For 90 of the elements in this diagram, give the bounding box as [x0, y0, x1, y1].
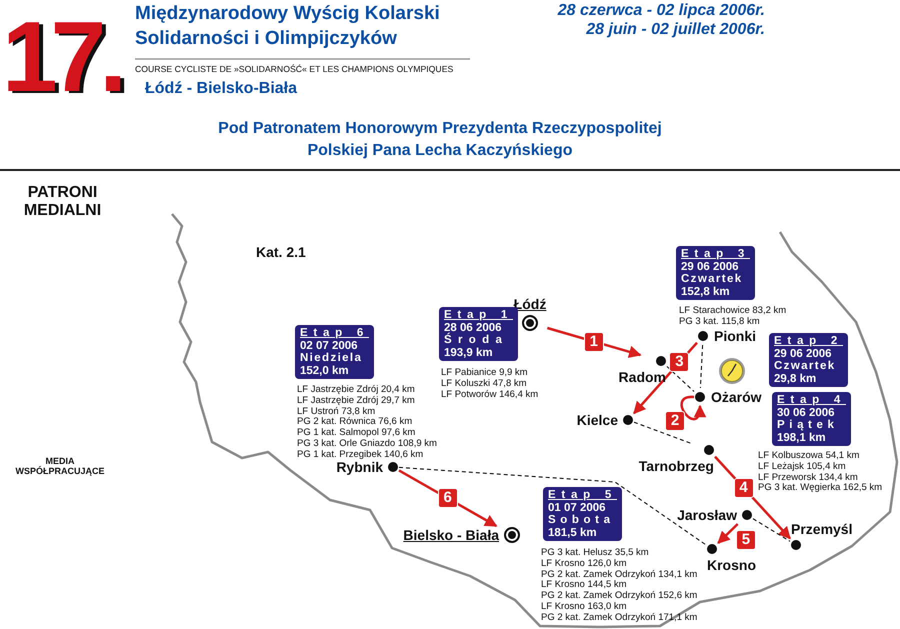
city-name: Tarnobrzeg: [638, 458, 714, 474]
checkpoint-entry: LF Przeworsk 134,4 km: [758, 472, 859, 483]
route-arrow: [714, 456, 791, 540]
stage-number: Etap 5: [548, 489, 618, 502]
stage-distance: 152,0 km: [300, 364, 350, 377]
edge-label: 5: [736, 530, 756, 550]
stage-number: Etap 1: [444, 309, 514, 322]
stage-day: Sobota: [548, 514, 618, 526]
checkpoint-entry: PG 3 kat. Orle Gniazdo 108,9 km: [297, 438, 437, 450]
stage-number: Etap 2: [774, 335, 844, 348]
patronage-text: Pod Patronatem Honorowym Prezydenta Rzeczypospolitej Polskiej Pana Lecha Kaczyńskiego: [217, 119, 663, 161]
dashed-line: [752, 518, 790, 542]
stage-date: 28 06 2006: [444, 322, 503, 334]
checkpoint-entry: LF Jastrzębie Zdrój 20,4 km: [297, 385, 416, 396]
dashed-line: [634, 422, 694, 444]
stage-distance: 198,1 km: [777, 432, 827, 444]
stage-distance: 152,8 km: [681, 286, 731, 298]
stage-number: Etap 3: [681, 248, 750, 260]
section-heading: PATRONI MEDIALNI: [22, 184, 102, 220]
stage-day: Piątek: [777, 419, 846, 432]
city-name: Łódź: [514, 296, 546, 312]
dashed-line: [398, 466, 706, 546]
route-arrow: [680, 396, 706, 420]
edge-label: 2: [665, 411, 685, 431]
stage-date: 30 06 2006: [777, 406, 836, 419]
edge-label: 6: [438, 488, 458, 508]
stage-day: Środa: [444, 334, 514, 346]
stage-box: [676, 246, 756, 300]
stage-date: 02 07 2006: [300, 340, 359, 352]
checkpoint-entry: LF Starachowice 83,2 km: [679, 306, 786, 317]
checkpoint-entry: LF Krosno 126,0 km: [541, 558, 628, 570]
city-name: Przemyśl: [791, 521, 852, 537]
city-name: Krosno: [707, 557, 756, 573]
checkpoint-entry: PG 2 kat. Zamek Odrzykoń 171,1 km: [541, 612, 698, 624]
edition-number: 17.: [2, 2, 120, 112]
city-name: Bielsko - Biała: [403, 527, 499, 543]
dashed-line: [666, 366, 694, 392]
checkpoint-entry: LF Potworów 146,4 km: [441, 390, 538, 400]
title: Międzynarodowy Wyścig Kolarski Solidarności i Olimpijczyków: [135, 2, 441, 51]
edge-label: 1: [584, 332, 604, 352]
stage-day: Czwartek: [774, 360, 844, 372]
checkpoint-entry: PG 3 kat. Węgierka 162,5 km: [758, 483, 882, 494]
route-arrow: [546, 326, 642, 358]
stage-box: [772, 392, 852, 446]
edge-label: 4: [734, 478, 754, 498]
stage-date: 01 07 2006: [548, 502, 607, 514]
checkpoint-entry: LF Krosno 144,5 km: [541, 580, 628, 591]
checkpoint-entry: PG 1 kat. Salmopol 97,6 km: [297, 428, 416, 439]
stage-distance: 193,9 km: [444, 346, 494, 359]
dashed-line: [700, 344, 704, 388]
checkpoint-entry: LF Jastrzębie Zdrój 29,7 km: [297, 396, 416, 407]
stage-box: [769, 333, 848, 387]
stage-date: 29 06 2006: [681, 260, 740, 273]
route-arrow: [717, 523, 739, 544]
edge-label: 3: [669, 352, 690, 372]
city-name: Ożarów: [711, 389, 762, 405]
checkpoint-entry: PG 3 kat. Helusz 35,5 km: [541, 548, 650, 559]
checkpoint-entry: LF Ustroń 73,8 km: [297, 406, 376, 417]
checkpoint-entry: LF Pabianice 9,9 km: [441, 368, 529, 379]
checkpoint-entry: PG 2 kat. Zamek Odrzykoń 134,1 km: [541, 570, 698, 580]
stage-box: [543, 487, 622, 541]
stage-distance: 181,5 km: [548, 526, 598, 539]
checkpoint-entry: LF Leżajsk 105,4 km: [758, 462, 847, 473]
checkpoint-entry: PG 1 kat. Przegibek 140,6 km: [297, 450, 424, 461]
stage-number: Etap 4: [777, 394, 846, 406]
category-text: Kat. 2.1: [256, 244, 306, 260]
stage-day: Niedziela: [300, 352, 370, 364]
route-arrow: [633, 342, 698, 414]
checkpoint-entry: LF Krosno 163,0 km: [541, 602, 628, 613]
stage-box: [295, 325, 374, 379]
subtitle: COURSE CYCLISTE DE »SOLIDARNOŚĆ« ET LES CHAMPIONS OLYMPIQUES: [135, 64, 454, 74]
stage-number: Etap 6: [300, 327, 370, 340]
section-heading: MEDIA WSPÓŁPRACUJĄCE: [14, 456, 106, 476]
stage-distance: 29,8 km: [774, 372, 818, 385]
city-name: Pionki: [714, 328, 756, 344]
stage-date: 29 06 2006: [774, 348, 833, 360]
city-name: Radom: [618, 369, 666, 385]
checkpoint-entry: LF Kolbuszowa 54,1 km: [758, 451, 860, 462]
checkpoint-entry: PG 3 kat. 115,8 km: [679, 316, 761, 328]
city-name: Kielce: [576, 412, 618, 428]
date-text: 28 czerwca - 02 lipca 2006r.: [556, 2, 765, 20]
city-name: Rybnik: [336, 459, 383, 475]
stage-day: Czwartek: [681, 273, 750, 286]
route-arrow: [398, 469, 498, 528]
checkpoint-entry: PG 2 kat. Równica 76,6 km: [297, 417, 414, 428]
checkpoint-entry: LF Koluszki 47,8 km: [441, 378, 528, 390]
route-text: Łódź - Bielsko-Biała: [145, 80, 298, 98]
checkpoint-entry: PG 2 kat. Zamek Odrzykoń 152,6 km: [541, 591, 698, 602]
city-name: Jarosław: [677, 507, 737, 523]
date-text: 28 juin - 02 juillet 2006r.: [585, 21, 765, 39]
